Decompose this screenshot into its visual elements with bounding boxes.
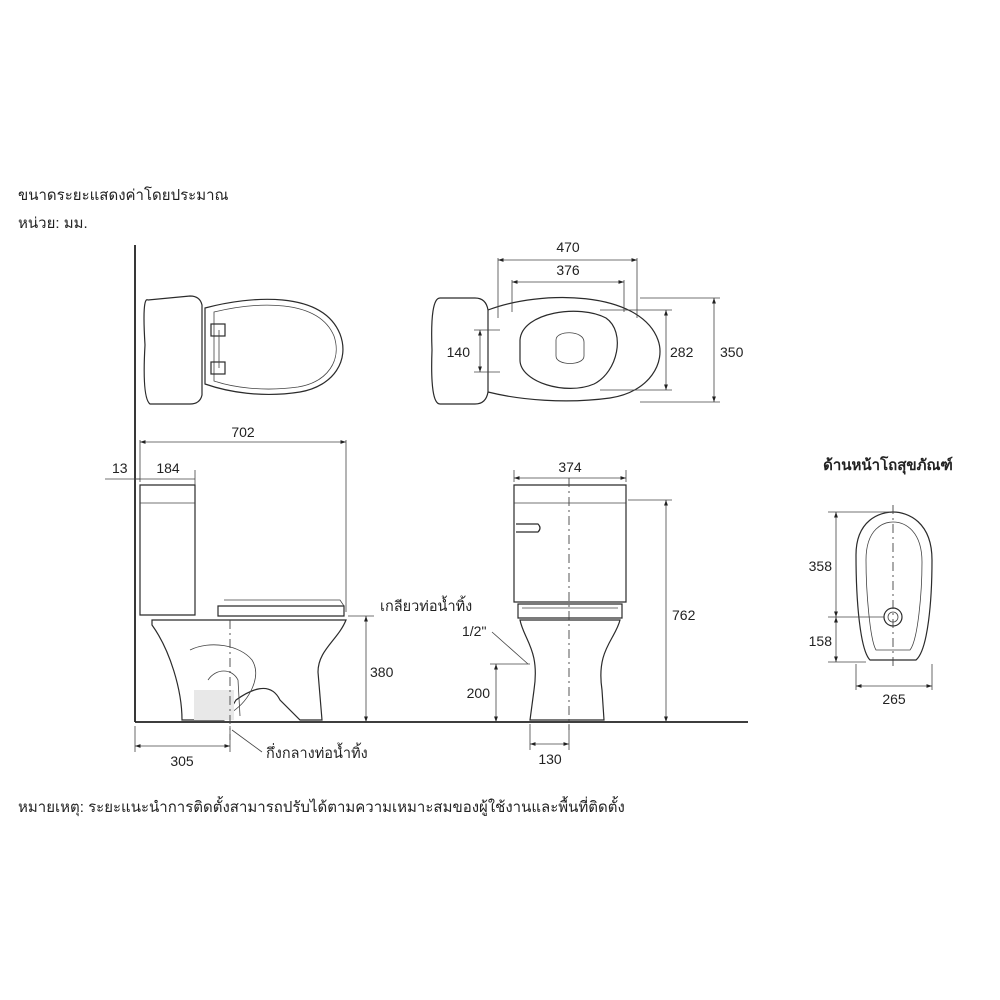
bowl-rim: [519, 310, 618, 389]
footer-note: หมายเหตุ: ระยะแนะนำการติดตั้งสามารถปรับไ…: [18, 799, 625, 816]
side-seat: [217, 605, 345, 617]
dim-200: 200: [467, 685, 491, 701]
dim-470: 470: [556, 239, 580, 255]
unit-note: หน่วย: มม.: [18, 215, 88, 232]
bowl-outer: [855, 511, 933, 661]
front-bowl: [519, 619, 621, 721]
dim-358: 358: [809, 558, 833, 574]
approx-note: ขนาดระยะแสดงค่าโดยประมาณ: [18, 187, 229, 204]
hinge-left: [210, 323, 226, 337]
drain-hole: [555, 332, 585, 364]
tank-top-outline-2: [431, 297, 489, 405]
dim-702: 702: [231, 424, 255, 440]
dim-376: 376: [556, 262, 580, 278]
dim-130: 130: [538, 751, 562, 767]
dim-305: 305: [170, 753, 194, 769]
dim-140: 140: [447, 344, 471, 360]
dim-158: 158: [809, 633, 833, 649]
dim-265: 265: [882, 691, 906, 707]
bowl-front-view: ด้านหน้าโถสุขภัณฑ์ 358 158 265: [809, 455, 953, 707]
flush-lever: [516, 523, 541, 533]
dim-762: 762: [672, 607, 696, 623]
front-tank: [513, 484, 627, 603]
dim-13: 13: [112, 460, 128, 476]
side-tank: [139, 484, 196, 616]
hinge-right: [210, 361, 226, 375]
drain-center-label: กึ่งกลางท่อน้ำทิ้ง: [266, 742, 368, 762]
front-seat: [517, 603, 623, 619]
dim-184: 184: [156, 460, 180, 476]
top-view-bowl: 470 376 140 282 350: [431, 239, 744, 405]
top-view-seat: [134, 245, 344, 722]
front-view-title: ด้านหน้าโถสุขภัณฑ์: [823, 455, 953, 475]
side-view: 702 13 184 380 305 กึ่งกลางท่อน้ำทิ้ง: [105, 424, 748, 769]
thread-size-label: 1/2": [462, 623, 486, 639]
seat-outline: [204, 298, 344, 396]
tank-top-outline: [143, 295, 203, 405]
dim-374: 374: [558, 459, 582, 475]
dim-282: 282: [670, 344, 694, 360]
front-view: 374 762 200 130 เกลียวท่อน้ำทิ้ง 1/2": [380, 459, 696, 767]
dim-380: 380: [370, 664, 394, 680]
dim-350: 350: [720, 344, 744, 360]
inlet-thread-label: เกลียวท่อน้ำทิ้ง: [380, 595, 472, 615]
side-bowl: [151, 619, 347, 721]
